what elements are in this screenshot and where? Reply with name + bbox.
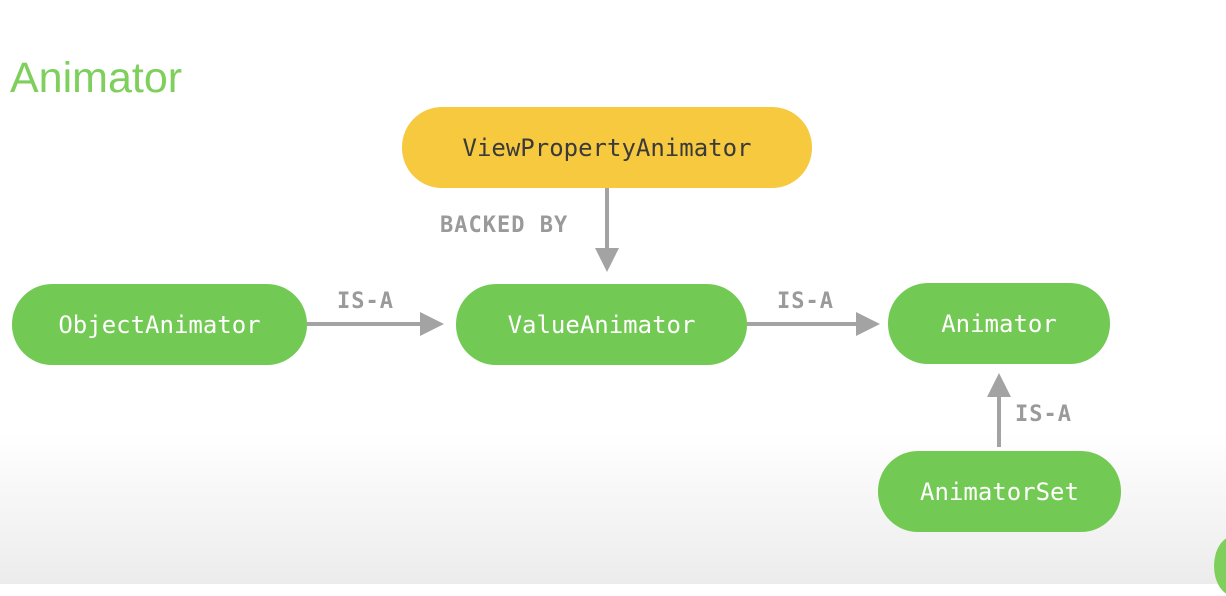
node-animator-set: AnimatorSet: [878, 451, 1121, 532]
edge-label-is-a-object-value: IS-A: [337, 289, 394, 314]
node-view-property-animator: ViewPropertyAnimator: [402, 107, 812, 188]
edge-label-is-a-set-animator: IS-A: [1015, 402, 1072, 427]
diagram-title: Animator: [10, 54, 183, 102]
edge-label-is-a-value-animator: IS-A: [777, 289, 834, 314]
corner-decoration: [1214, 536, 1226, 596]
arrows-layer: [307, 188, 1011, 447]
edge-label-backed-by: BACKED BY: [440, 213, 569, 238]
node-object-animator: ObjectAnimator: [12, 284, 307, 365]
node-animator: Animator: [888, 283, 1110, 364]
node-value-animator: ValueAnimator: [456, 284, 747, 365]
